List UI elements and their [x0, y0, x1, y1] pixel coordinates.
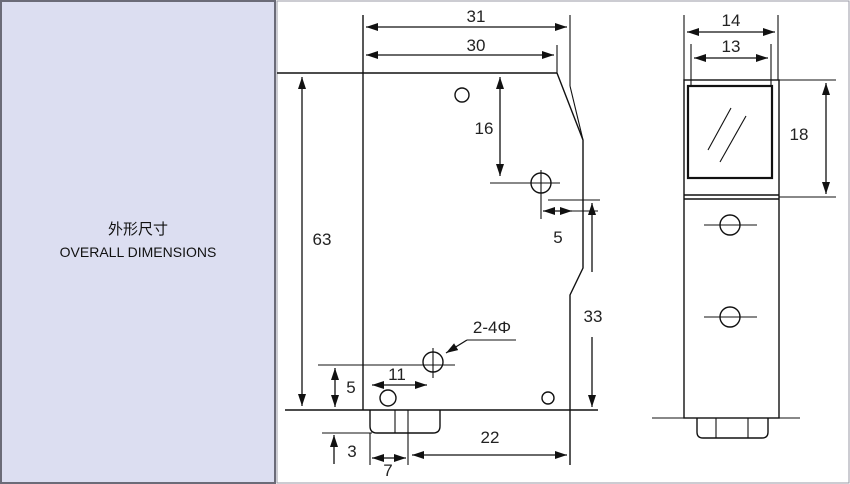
dim-label-width-body: 30	[467, 36, 486, 55]
dim-label-lower-hole-from-bottom: 5	[346, 378, 355, 397]
top-small-hole	[454, 87, 470, 103]
window-glare-line-1	[707, 107, 732, 151]
side-view: 14 13 18	[652, 11, 836, 439]
front-right-profile	[556, 72, 584, 465]
drawing-panel	[276, 0, 850, 484]
holes-leader-arrow	[445, 339, 468, 354]
dim-label-lower-hole-from-left: 11	[388, 365, 406, 384]
holes-label: 2-4Φ	[473, 318, 511, 337]
dim-label-hole-from-top: 16	[475, 119, 494, 138]
sensor-window	[686, 84, 774, 180]
front-bevel-line	[569, 85, 584, 141]
side-connector	[696, 418, 769, 439]
dim-label-connector-height: 3	[347, 442, 356, 461]
panel-title-en: OVERALL DIMENSIONS	[60, 244, 217, 260]
dim-label-hole-from-bottom: 33	[584, 307, 603, 326]
dim-label-width-outer: 31	[467, 7, 486, 26]
bottom-right-small-hole	[541, 391, 555, 405]
front-connector	[369, 410, 441, 434]
dim-label-connector-width: 7	[383, 461, 392, 480]
dim-label-connector-offset: 22	[481, 428, 500, 447]
panel-title-cn: 外形尺寸	[108, 221, 168, 238]
front-view: 31 30 63 16 5 33 2-4Φ 11	[277, 7, 602, 480]
dim-label-side-width-window: 13	[722, 37, 741, 56]
bottom-left-small-hole	[379, 389, 397, 407]
dim-label-side-width-outer: 14	[722, 11, 741, 30]
dim-label-window-height: 18	[790, 125, 809, 144]
window-glare-line-2	[719, 115, 747, 163]
dim-label-height: 63	[313, 230, 332, 249]
label-panel	[0, 0, 276, 484]
dim-label-hole-from-side: 5	[553, 228, 562, 247]
